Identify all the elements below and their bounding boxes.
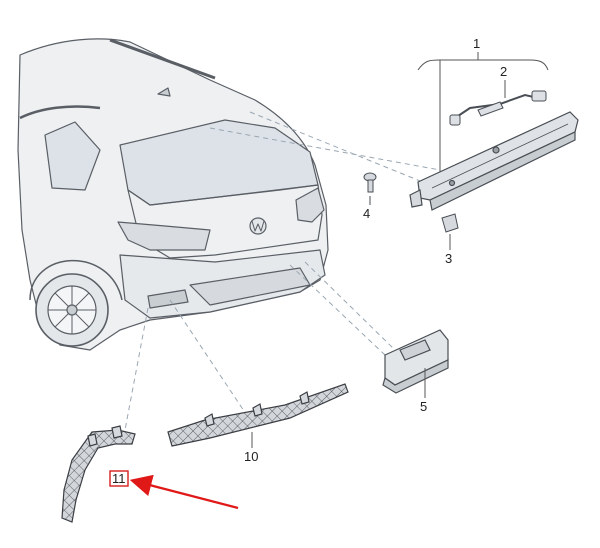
- callout-1: 1: [473, 36, 480, 51]
- left-tail-light: [117, 221, 211, 251]
- wheel-arch: [29, 259, 123, 301]
- roof-rail-left: [19, 105, 101, 120]
- brand-logo: [249, 217, 267, 235]
- part-5-plate-light: [382, 329, 449, 398]
- callout-2: 2: [500, 64, 507, 79]
- part-2-wiring: [449, 80, 547, 126]
- part-10-trim-strip: [167, 383, 349, 448]
- callout-11-highlight: [109, 470, 129, 487]
- side-window: [44, 121, 101, 191]
- roof-rail: [109, 38, 216, 80]
- vehicle-rear-view: [17, 38, 329, 351]
- callout-10: 10: [244, 449, 258, 464]
- part-3-clip: [441, 213, 459, 250]
- right-tail-light: [295, 187, 325, 223]
- pointer-arrow: [129, 474, 239, 510]
- bumper-reflector: [147, 289, 189, 309]
- wheel-hub: [66, 304, 78, 316]
- part-1-brake-light: [409, 111, 579, 211]
- callout-4: 4: [363, 206, 370, 221]
- bumper-lower-panel: [189, 267, 311, 306]
- leader-lines: [124, 111, 441, 431]
- callout-11: 11: [112, 471, 126, 486]
- callout-3: 3: [445, 251, 452, 266]
- group-bracket-1: [417, 52, 549, 172]
- roof-antenna: [157, 87, 171, 97]
- part-4-screw: [363, 172, 377, 205]
- part-11-side-trim: [61, 425, 136, 523]
- callout-5: 5: [420, 399, 427, 414]
